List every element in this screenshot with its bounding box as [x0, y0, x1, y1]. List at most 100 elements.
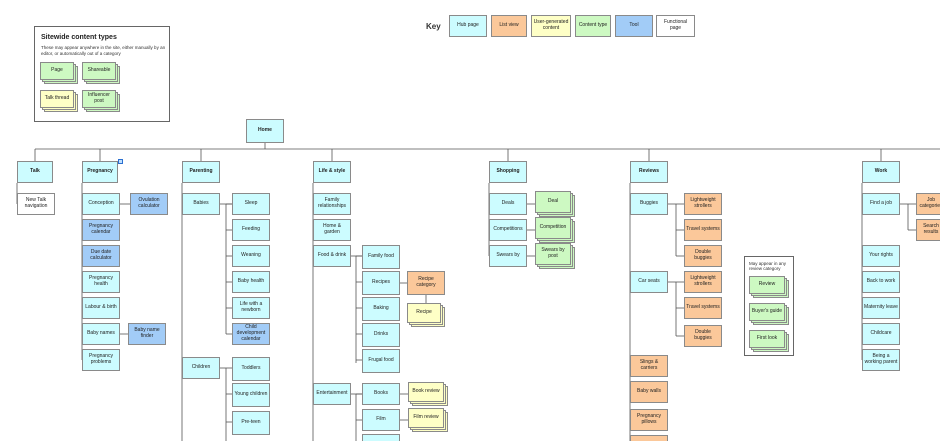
node-childcare[interactable]: Childcare	[862, 323, 900, 345]
node-babies[interactable]: Babies	[182, 193, 220, 215]
node-books[interactable]: Books	[362, 383, 400, 405]
node-pre-teen[interactable]: Pre-teen	[232, 411, 270, 435]
key-title: Key	[426, 22, 441, 31]
sitewide-shareable-label: Shareable	[82, 62, 116, 80]
node-film[interactable]: Film	[362, 409, 400, 431]
node-search-results[interactable]: Search results	[916, 219, 940, 241]
node-conception[interactable]: Conception	[82, 193, 120, 215]
node-baby-walls[interactable]: Baby walls	[630, 381, 668, 403]
node-deal-label: Deal	[535, 191, 571, 213]
node-due-date-calculator[interactable]: Due date calculator	[82, 245, 120, 267]
node-deals[interactable]: Deals	[489, 193, 527, 215]
node-labour-and-birth[interactable]: Labour & birth	[82, 297, 120, 319]
node-drinks[interactable]: Drinks	[362, 323, 400, 347]
node-pregnancy-health[interactable]: Pregnancy health	[82, 271, 120, 293]
key-list-view: List view	[491, 15, 527, 37]
node-slings-and-carriers[interactable]: Slings & carriers	[630, 355, 668, 377]
node-swears-by-post-label: Swears by post	[535, 243, 571, 265]
node-review[interactable]: Review	[749, 276, 789, 298]
node-young-children[interactable]: Young children	[232, 383, 270, 407]
node-parenting[interactable]: Parenting	[182, 161, 220, 183]
node-frugal-food[interactable]: Frugal food	[362, 349, 400, 373]
node-new-talk-navigation[interactable]: New Talk navigation	[17, 193, 55, 215]
node-competition[interactable]: Competition	[535, 217, 575, 243]
node-toddlers[interactable]: Toddlers	[232, 357, 270, 381]
node-home[interactable]: Home	[246, 119, 284, 143]
node-recipe-category[interactable]: Recipe category	[407, 271, 445, 295]
node-buggies-lightweight-strollers[interactable]: Lightweight strollers	[684, 193, 722, 215]
sitewide-talk-thread-label: Talk thread	[40, 90, 74, 108]
node-back-to-work[interactable]: Back to work	[862, 271, 900, 293]
node-buggies[interactable]: Buggies	[630, 193, 668, 215]
sitewide-influencer-post-label: Influencer post	[82, 90, 116, 108]
key-tool: Tool	[615, 15, 653, 37]
node-your-rights[interactable]: Your rights	[862, 245, 900, 267]
node-life-and-style[interactable]: Life & style	[313, 161, 351, 183]
sitewide-title: Sitewide content types	[41, 34, 117, 41]
node-reviews[interactable]: Reviews	[630, 161, 668, 183]
node-sleep[interactable]: Sleep	[232, 193, 270, 215]
node-job-categories[interactable]: Job categories	[916, 193, 940, 215]
node-recipe-label: Recipe	[407, 303, 441, 323]
node-food-and-drink[interactable]: Food & drink	[313, 245, 351, 267]
node-buyer-s-guide[interactable]: Buyer's guide	[749, 303, 789, 325]
node-baking[interactable]: Baking	[362, 297, 400, 321]
node-film-review[interactable]: Film review	[408, 408, 448, 432]
node-being-a-working-parent[interactable]: Being a working parent	[862, 349, 900, 371]
node-buggies-double-buggies[interactable]: Double buggies	[684, 245, 722, 267]
node-children[interactable]: Children	[182, 357, 220, 379]
sitewide-shareable[interactable]: Shareable	[82, 62, 120, 84]
node-home-and-garden[interactable]: Home & garden	[313, 219, 351, 241]
node-review-label: Review	[749, 276, 785, 294]
node-film-review-label: Film review	[408, 408, 444, 428]
node-swears-by[interactable]: Swears by	[489, 245, 527, 267]
node-film-more	[362, 434, 400, 441]
expand-icon[interactable]	[118, 159, 123, 164]
node-entertainment[interactable]: Entertainment	[313, 383, 351, 405]
node-book-review-label: Book review	[408, 382, 444, 402]
node-family-food[interactable]: Family food	[362, 245, 400, 269]
key-hub-page: Hub page	[449, 15, 487, 37]
node-buyer-s-guide-label: Buyer's guide	[749, 303, 785, 321]
node-pregnancy-problems[interactable]: Pregnancy problems	[82, 349, 120, 371]
node-recipe[interactable]: Recipe	[407, 303, 445, 327]
node-weaning[interactable]: Weaning	[232, 245, 270, 267]
node-book-review[interactable]: Book review	[408, 382, 448, 406]
node-car-seats-travel-systems[interactable]: Travel systems	[684, 297, 722, 319]
node-buggies-travel-systems[interactable]: Travel systems	[684, 219, 722, 241]
node-talk[interactable]: Talk	[17, 161, 53, 183]
node-car-seats-double-buggies[interactable]: Double buggies	[684, 325, 722, 347]
node-first-look[interactable]: First look	[749, 330, 789, 352]
node-ovulation-calculator[interactable]: Ovulation calculator	[130, 193, 168, 215]
sitewide-talk-thread[interactable]: Talk thread	[40, 90, 78, 112]
node-work[interactable]: Work	[862, 161, 900, 183]
node-feeding[interactable]: Feeding	[232, 219, 270, 241]
key-user-generated-content: User-generated content	[531, 15, 571, 37]
node-first-look-label: First look	[749, 330, 785, 348]
node-maternity-leave[interactable]: Maternity leave	[862, 297, 900, 319]
node-pregnancy[interactable]: Pregnancy	[82, 161, 118, 183]
node-pregnancy-calendar[interactable]: Pregnancy calendar	[82, 219, 120, 241]
node-swears-by-post[interactable]: Swears by post	[535, 243, 575, 269]
node-baby-health[interactable]: Baby health	[232, 271, 270, 293]
node-family-relationships[interactable]: Family relationships	[313, 193, 351, 215]
node-find-a-job[interactable]: Find a job	[862, 193, 900, 215]
sitewide-influencer-post[interactable]: Influencer post	[82, 90, 120, 112]
reviews-note: May appear in any review category	[749, 261, 787, 272]
node-competitions[interactable]: Competitions	[489, 219, 527, 241]
node-child-development-calendar[interactable]: Child development calendar	[232, 323, 270, 345]
node-car-seats[interactable]: Car seats	[630, 271, 668, 293]
node-life-with-a-newborn[interactable]: Life with a newborn	[232, 297, 270, 319]
node-shopping[interactable]: Shopping	[489, 161, 527, 183]
node-baby-name-finder[interactable]: Baby name finder	[128, 323, 166, 345]
node-reviews-more	[630, 435, 668, 441]
node-pregnancy-pillows[interactable]: Pregnancy pillows	[630, 409, 668, 431]
key-content-type: Content type	[575, 15, 611, 37]
node-deal[interactable]: Deal	[535, 191, 575, 217]
node-car-seats-lightweight-strollers[interactable]: Lightweight strollers	[684, 271, 722, 293]
node-baby-names[interactable]: Baby names	[82, 323, 120, 345]
sitewide-page[interactable]: Page	[40, 62, 78, 84]
key-functional-page: Functional page	[656, 15, 695, 37]
node-recipes[interactable]: Recipes	[362, 271, 400, 295]
